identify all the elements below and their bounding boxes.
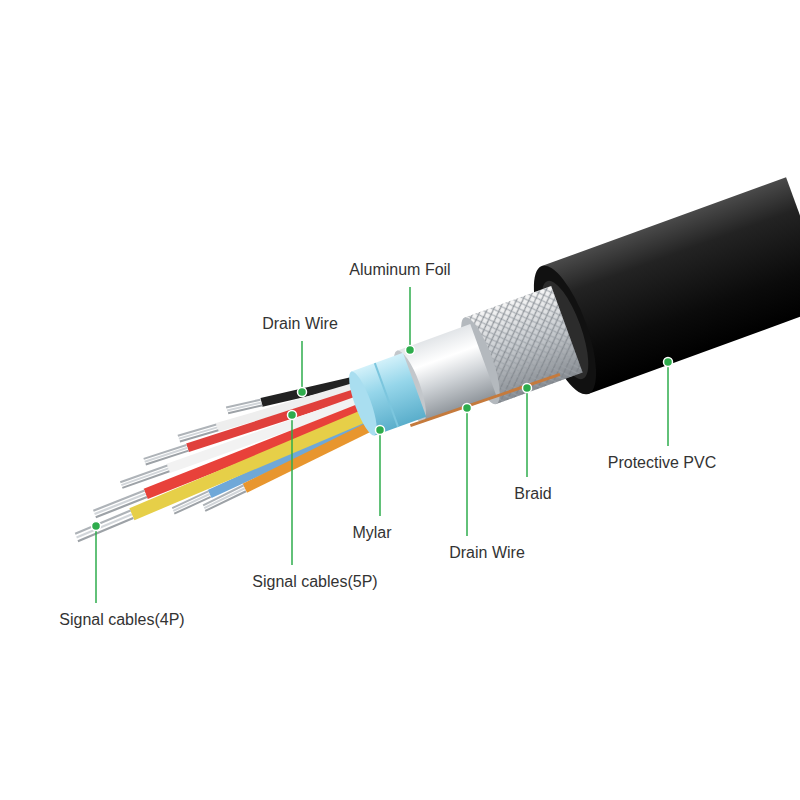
red-wire: [92, 407, 368, 517]
callout-label: Braid: [512, 484, 553, 504]
callout-label: Signal cables(5P): [250, 572, 379, 592]
orange-wire: [203, 488, 247, 508]
yellow-wire: [71, 415, 374, 542]
leader-lines: [288, 411, 297, 420]
leader-lines: [664, 358, 673, 367]
callout-label: Protective PVC: [606, 453, 718, 473]
leader-lines: [409, 287, 411, 350]
leader-lines: [667, 362, 669, 446]
callout-label: Aluminum Foil: [347, 260, 452, 280]
callout-label: Drain Wire: [447, 543, 527, 563]
leader-lines: [95, 526, 97, 603]
yellow-wire: [76, 514, 133, 537]
cable: [44, 177, 800, 575]
callout-label: Signal cables(4P): [57, 610, 186, 630]
leader-lines: [92, 287, 673, 603]
drain-wire: [410, 372, 559, 429]
callout-label: Mylar: [350, 523, 393, 543]
yellow-wire: [127, 415, 371, 514]
leader-lines: [92, 522, 101, 531]
leader-lines: [463, 404, 472, 413]
leader-lines: [526, 388, 528, 477]
leader-lines: [291, 415, 293, 565]
orange-wire: [204, 491, 248, 511]
leader-lines: [466, 408, 468, 536]
leader-lines: [376, 426, 385, 435]
callout-label: Drain Wire: [260, 314, 340, 334]
leader-lines: [406, 346, 415, 355]
mylar-wrap: [375, 363, 398, 427]
leader-lines: [523, 384, 532, 393]
signal-wires: [52, 363, 379, 555]
yellow-wire: [77, 518, 134, 541]
mylar-wrap: [344, 353, 426, 438]
leader-lines: [301, 341, 303, 392]
leader-lines: [298, 388, 307, 397]
leader-lines: [379, 430, 381, 516]
red-wire: [144, 407, 367, 493]
